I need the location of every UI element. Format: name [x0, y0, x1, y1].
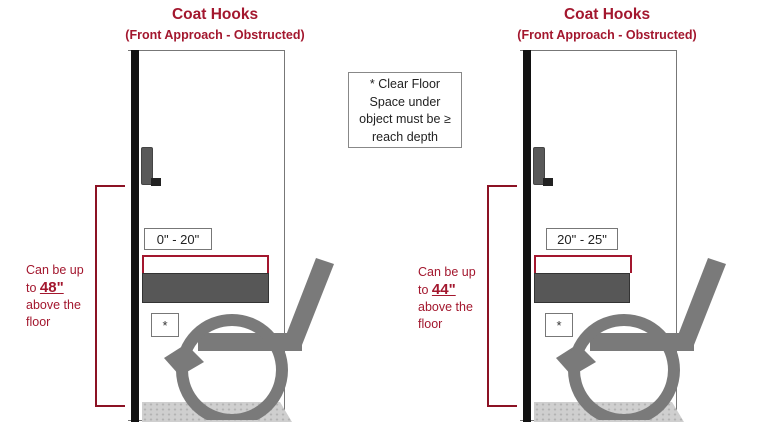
note-line: object must be ≥	[359, 112, 451, 126]
reach-depth-outline	[534, 255, 632, 273]
obstruction-shelf	[534, 273, 630, 303]
panel-subtitle: (Front Approach - Obstructed)	[517, 28, 697, 42]
wheelchair-icon	[556, 258, 726, 420]
height-label-line3: above the	[26, 298, 81, 312]
height-value: 48"	[39, 279, 64, 296]
diagram-panel-right: Coat Hooks (Front Approach - Obstructed)…	[418, 0, 768, 432]
height-label-line2: to 48"	[26, 279, 64, 296]
panel-title: Coat Hooks	[171, 6, 259, 23]
height-label: Can be up to 44" above the floor	[418, 264, 498, 333]
height-label-line1: Can be up	[418, 265, 476, 279]
diagram-panel-left: Coat Hooks (Front Approach - Obstructed)…	[26, 0, 380, 432]
coat-hook-tip	[543, 178, 553, 186]
clear-floor-note: * Clear Floor Space under object must be…	[348, 72, 462, 148]
reach-depth-label: 20" - 25"	[546, 228, 618, 250]
coat-hook-tip	[151, 178, 161, 186]
obstruction-shelf	[142, 273, 269, 303]
note-line: Space under	[369, 94, 441, 109]
height-value: 44"	[431, 281, 456, 298]
height-label-line2: to 44"	[418, 281, 456, 298]
note-line: reach depth	[371, 129, 439, 144]
height-bracket	[487, 185, 517, 407]
wall-edge	[131, 50, 139, 422]
reach-depth-outline	[142, 255, 269, 273]
clear-floor-marker: *	[151, 313, 179, 337]
height-label: Can be up to 48" above the floor	[26, 262, 106, 331]
height-bracket	[95, 185, 125, 407]
note-line: * Clear Floor	[369, 77, 441, 91]
height-label-line3: above the	[418, 300, 473, 314]
reach-depth-label: 0" - 20"	[144, 228, 212, 250]
height-label-line1: Can be up	[26, 263, 84, 277]
wheelchair-icon	[164, 258, 334, 420]
coat-hook-icon	[141, 147, 153, 185]
clear-floor-marker: *	[545, 313, 573, 337]
panel-subtitle: (Front Approach - Obstructed)	[125, 28, 305, 42]
panel-title: Coat Hooks	[563, 6, 651, 23]
height-label-line4: floor	[418, 317, 443, 331]
coat-hook-icon	[533, 147, 545, 185]
height-label-line4: floor	[26, 315, 51, 329]
wall-edge	[523, 50, 531, 422]
